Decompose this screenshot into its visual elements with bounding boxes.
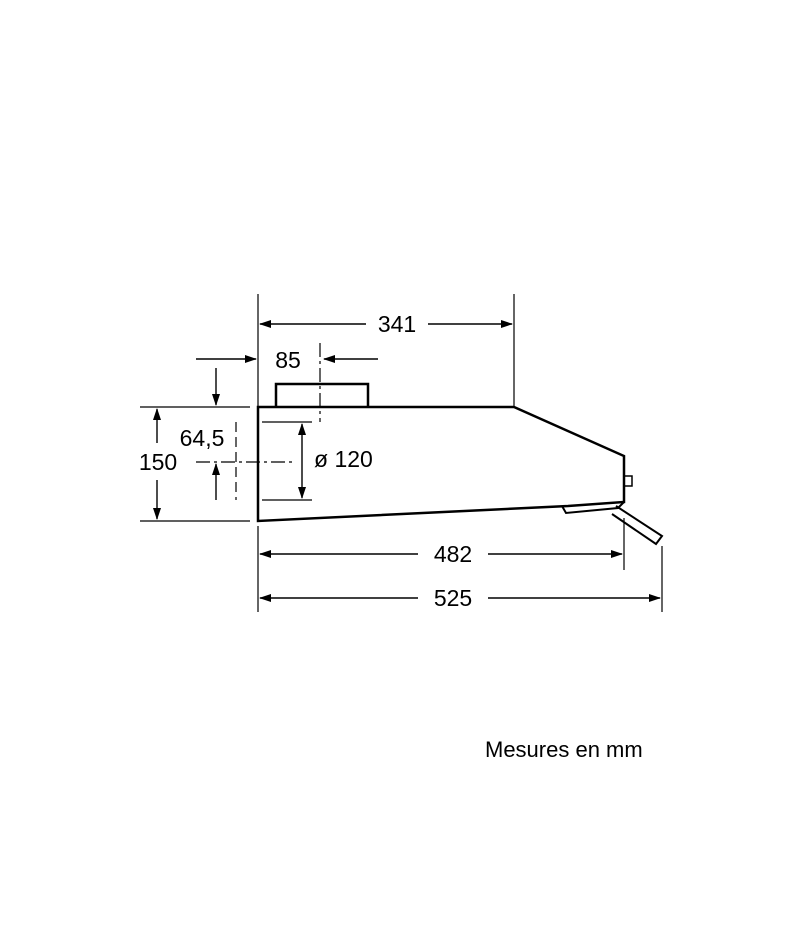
dimension-label-85: 85 [275, 347, 301, 373]
units-note: Mesures en mm [485, 737, 643, 762]
hood-body-outline [256, 405, 626, 523]
dimension-label-525: 525 [434, 585, 472, 611]
visor-handle [561, 501, 664, 546]
extension-lines [140, 294, 663, 612]
outlet-centerlines [196, 343, 321, 500]
dimension-label-diameter-120: ø 120 [314, 446, 373, 472]
outlet-collar [274, 382, 370, 407]
dimension-label-64-5: 64,5 [180, 425, 225, 451]
dimension-label-150: 150 [139, 449, 177, 475]
dimension-label-482: 482 [434, 541, 472, 567]
dimension-label-341: 341 [378, 311, 416, 337]
front-knob [623, 475, 633, 487]
